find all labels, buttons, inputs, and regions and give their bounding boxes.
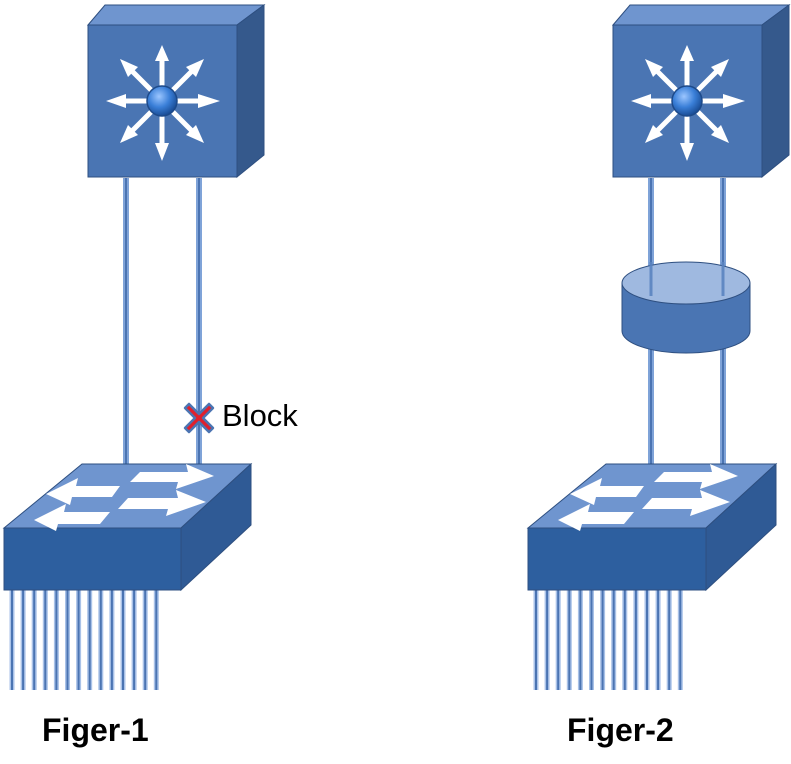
- figure-2: [526, 4, 791, 690]
- figure-1: [2, 4, 266, 690]
- switch-arrows-icon: [558, 464, 738, 531]
- multilayer-switch-icon: [611, 4, 791, 179]
- block-label: Block: [222, 398, 298, 433]
- blocked-link-x-icon: [183, 402, 215, 434]
- figure-1-caption: Figer-1: [42, 712, 149, 748]
- router-arrows-icon: [631, 45, 745, 161]
- figure-2-caption: Figer-2: [567, 712, 674, 748]
- center-orb-icon: [146, 85, 178, 117]
- switch-arrows-icon: [34, 464, 214, 531]
- downlink-ports-fig2: [533, 588, 683, 690]
- downlink-ports-fig1: [9, 588, 159, 690]
- center-orb-icon: [671, 85, 703, 117]
- multilayer-switch-icon: [86, 4, 266, 179]
- port-channel-cylinder-icon: [621, 261, 751, 354]
- layer2-switch-icon: [2, 462, 253, 690]
- router-arrows-icon: [106, 45, 220, 161]
- layer2-switch-icon: [526, 462, 778, 690]
